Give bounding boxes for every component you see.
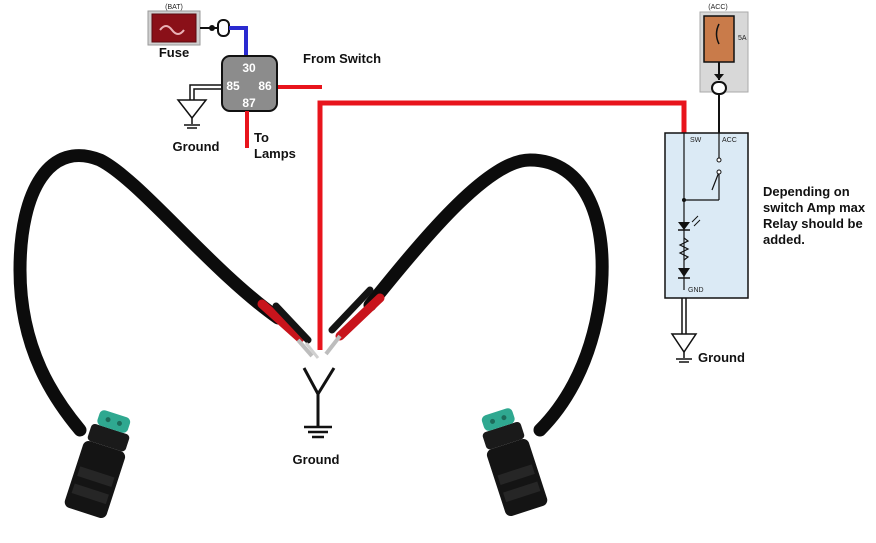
left-harness [13,149,320,519]
sw-label: SW [690,137,702,144]
led-icon [678,222,690,230]
lamps-label: Lamps [254,146,296,161]
to-label: To [254,130,269,145]
resistor-icon [678,237,690,261]
relay-pin-85: 85 [226,79,240,93]
left-red-wire [257,299,305,343]
acc-label: ACC [722,137,737,144]
right-red-wire [335,293,385,341]
note-line-4: added. [763,232,805,247]
switch-red-wire [317,100,687,350]
note: Depending on switch Amp max Relay should… [763,184,866,247]
relay-pin-86: 86 [258,79,272,93]
note-line-1: Depending on [763,184,850,199]
fuse-label: Fuse [159,45,189,60]
right-harness [324,153,609,517]
right-cable [363,153,609,437]
switch-ground-label: Ground [698,350,745,365]
bat-tag: (BAT) [165,4,183,11]
fuse-element-icon [159,25,185,35]
relay: 30 85 86 87 [221,55,278,112]
harness-ground-junction: Ground [293,367,340,467]
harness-ground-symbol [304,425,332,439]
right-bare-strand [324,334,342,356]
relay-ground-icon [176,99,208,120]
relay-ground-label: Ground [173,139,220,154]
relay-pin-87: 87 [242,96,256,110]
bat-fuse: (BAT) Fuse [147,4,230,60]
acc-connector-icon [711,81,727,95]
acc-tag: (ACC) [708,4,727,11]
left-black-wire [272,302,312,344]
switch-contact-icon [711,171,720,191]
right-connector [481,408,548,517]
relay-30-wire [229,26,248,56]
harness-ground-label: Ground [293,452,340,467]
bat-connector-icon [217,19,230,37]
relay-ground: Ground [173,84,222,154]
note-line-3: Relay should be [763,216,863,231]
acc-rating: 5A [738,35,747,42]
switch-ground: Ground [670,298,745,365]
from-switch-label: From Switch [303,51,381,66]
acc-fuse: (ACC) 5A [699,4,749,133]
left-cable [13,149,285,437]
left-bare-strand-2 [304,342,320,359]
right-black-wire [328,286,374,334]
diode-icon [678,268,690,277]
note-line-2: switch Amp max [763,200,866,215]
left-bare-strand [296,338,314,358]
gnd-label: GND [688,287,704,294]
acc-fuse-element-icon [715,23,720,45]
switch-ground-icon [670,333,698,354]
relay-pin-30: 30 [242,61,256,75]
switch-box: SW ACC GND [664,132,749,299]
left-connector [64,410,131,519]
